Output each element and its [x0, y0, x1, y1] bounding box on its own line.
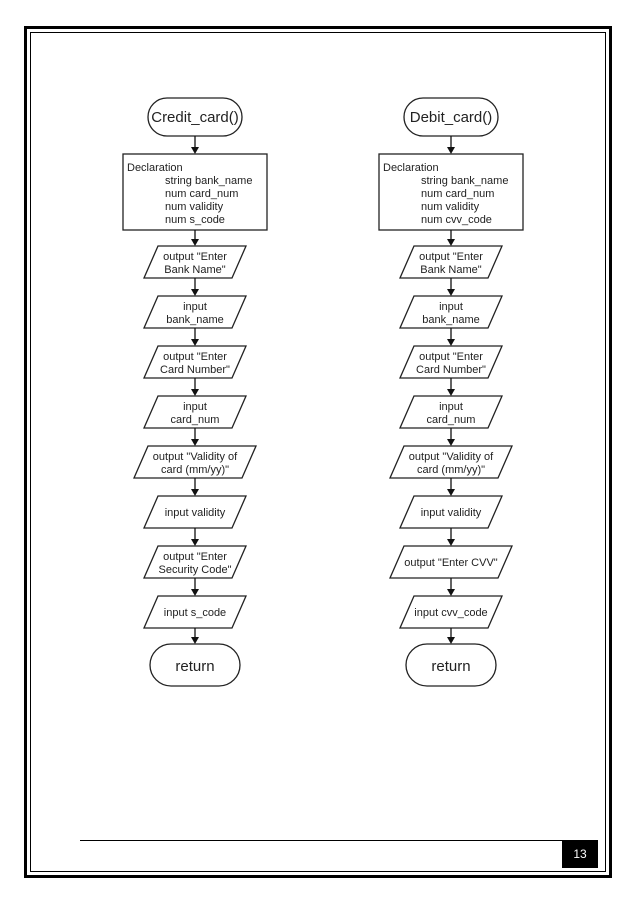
debit-step-3	[399, 345, 503, 379]
debit-step-2-label-b: bank_name	[422, 314, 480, 326]
credit-step-4-label-a: input	[183, 401, 207, 413]
debit-arrow-3-head	[447, 339, 455, 346]
debit-step-8	[399, 595, 503, 629]
debit-declaration-header: Declaration	[383, 162, 439, 174]
credit-step-8-label: input s_code	[164, 607, 226, 619]
credit-step-2-label-a: input	[183, 301, 207, 313]
credit-step-2-label-b: bank_name	[166, 314, 224, 326]
debit-step-4-label-a: input	[439, 401, 463, 413]
credit-step-5-label-b: card (mm/yy)"	[161, 464, 229, 476]
debit-declaration-0: string bank_name	[421, 175, 508, 187]
debit-arrow-0-head	[447, 147, 455, 154]
credit-step-5-label-a: output "Validity of	[153, 451, 238, 463]
credit-declaration-header: Declaration	[127, 162, 183, 174]
debit-declaration-3: num cvv_code	[421, 214, 492, 226]
credit-step-6-label: input validity	[165, 507, 226, 519]
debit-arrow-9-head	[447, 637, 455, 644]
debit-arrow-8-head	[447, 589, 455, 596]
credit-start-label: Credit_card()	[151, 109, 239, 126]
credit-declaration-2: num validity	[165, 201, 224, 213]
debit-step-5-label-b: card (mm/yy)"	[417, 464, 485, 476]
debit-step-5-label-a: output "Validity of	[409, 451, 494, 463]
debit-step-2	[399, 295, 503, 329]
credit-step-1-label-a: output "Enter	[163, 251, 227, 263]
debit-step-8-label: input cvv_code	[414, 607, 487, 619]
credit-arrow-6-head	[191, 489, 199, 496]
debit-step-7	[389, 545, 513, 579]
debit-declaration-box	[378, 153, 524, 231]
credit-arrow-0-head	[191, 147, 199, 154]
page-border-inner	[30, 32, 606, 872]
credit-declaration-0: string bank_name	[165, 175, 252, 187]
credit-step-4	[143, 395, 247, 429]
debit-step-2-label-a: input	[439, 301, 463, 313]
debit-step-1-label-a: output "Enter	[419, 251, 483, 263]
credit-end-terminal	[149, 643, 241, 687]
credit-step-3	[143, 345, 247, 379]
credit-step-2	[143, 295, 247, 329]
debit-step-7-label: output "Enter CVV"	[404, 557, 498, 569]
credit-step-7-label-b: Security Code"	[159, 564, 232, 576]
debit-step-1	[399, 245, 503, 279]
credit-step-4-label-b: card_num	[171, 414, 220, 426]
debit-start-label: Debit_card()	[410, 109, 493, 126]
credit-step-3-label-a: output "Enter	[163, 351, 227, 363]
debit-arrow-7-head	[447, 539, 455, 546]
credit-step-3-label-b: Card Number"	[160, 364, 230, 376]
credit-step-1	[143, 245, 247, 279]
credit-arrow-7-head	[191, 539, 199, 546]
credit-arrow-4-head	[191, 389, 199, 396]
footer-rule	[80, 840, 562, 841]
credit-step-6	[143, 495, 247, 529]
credit-arrow-1-head	[191, 239, 199, 246]
debit-step-4-label-b: card_num	[427, 414, 476, 426]
debit-end-label: return	[431, 658, 470, 675]
debit-declaration-1: num card_num	[421, 188, 494, 200]
debit-step-5	[389, 445, 513, 479]
debit-step-6-label: input validity	[421, 507, 482, 519]
debit-arrow-2-head	[447, 289, 455, 296]
credit-step-1-label-b: Bank Name"	[164, 264, 225, 276]
credit-step-7-label-a: output "Enter	[163, 551, 227, 563]
credit-end-label: return	[175, 658, 214, 675]
credit-declaration-box	[122, 153, 268, 231]
debit-arrow-5-head	[447, 439, 455, 446]
debit-step-4	[399, 395, 503, 429]
credit-arrow-9-head	[191, 637, 199, 644]
credit-declaration-1: num card_num	[165, 188, 238, 200]
credit-step-5	[133, 445, 257, 479]
debit-arrow-6-head	[447, 489, 455, 496]
debit-arrow-1-head	[447, 239, 455, 246]
credit-step-7	[143, 545, 247, 579]
page-number: 13	[562, 840, 598, 868]
debit-end-terminal	[405, 643, 497, 687]
credit-arrow-2-head	[191, 289, 199, 296]
debit-step-6	[399, 495, 503, 529]
debit-step-3-label-b: Card Number"	[416, 364, 486, 376]
credit-step-8	[143, 595, 247, 629]
credit-declaration-3: num s_code	[165, 214, 225, 226]
page-border-outer	[24, 26, 612, 878]
credit-arrow-8-head	[191, 589, 199, 596]
debit-arrow-4-head	[447, 389, 455, 396]
credit-arrow-3-head	[191, 339, 199, 346]
debit-step-3-label-a: output "Enter	[419, 351, 483, 363]
debit-step-1-label-b: Bank Name"	[420, 264, 481, 276]
debit-declaration-2: num validity	[421, 201, 480, 213]
credit-arrow-5-head	[191, 439, 199, 446]
